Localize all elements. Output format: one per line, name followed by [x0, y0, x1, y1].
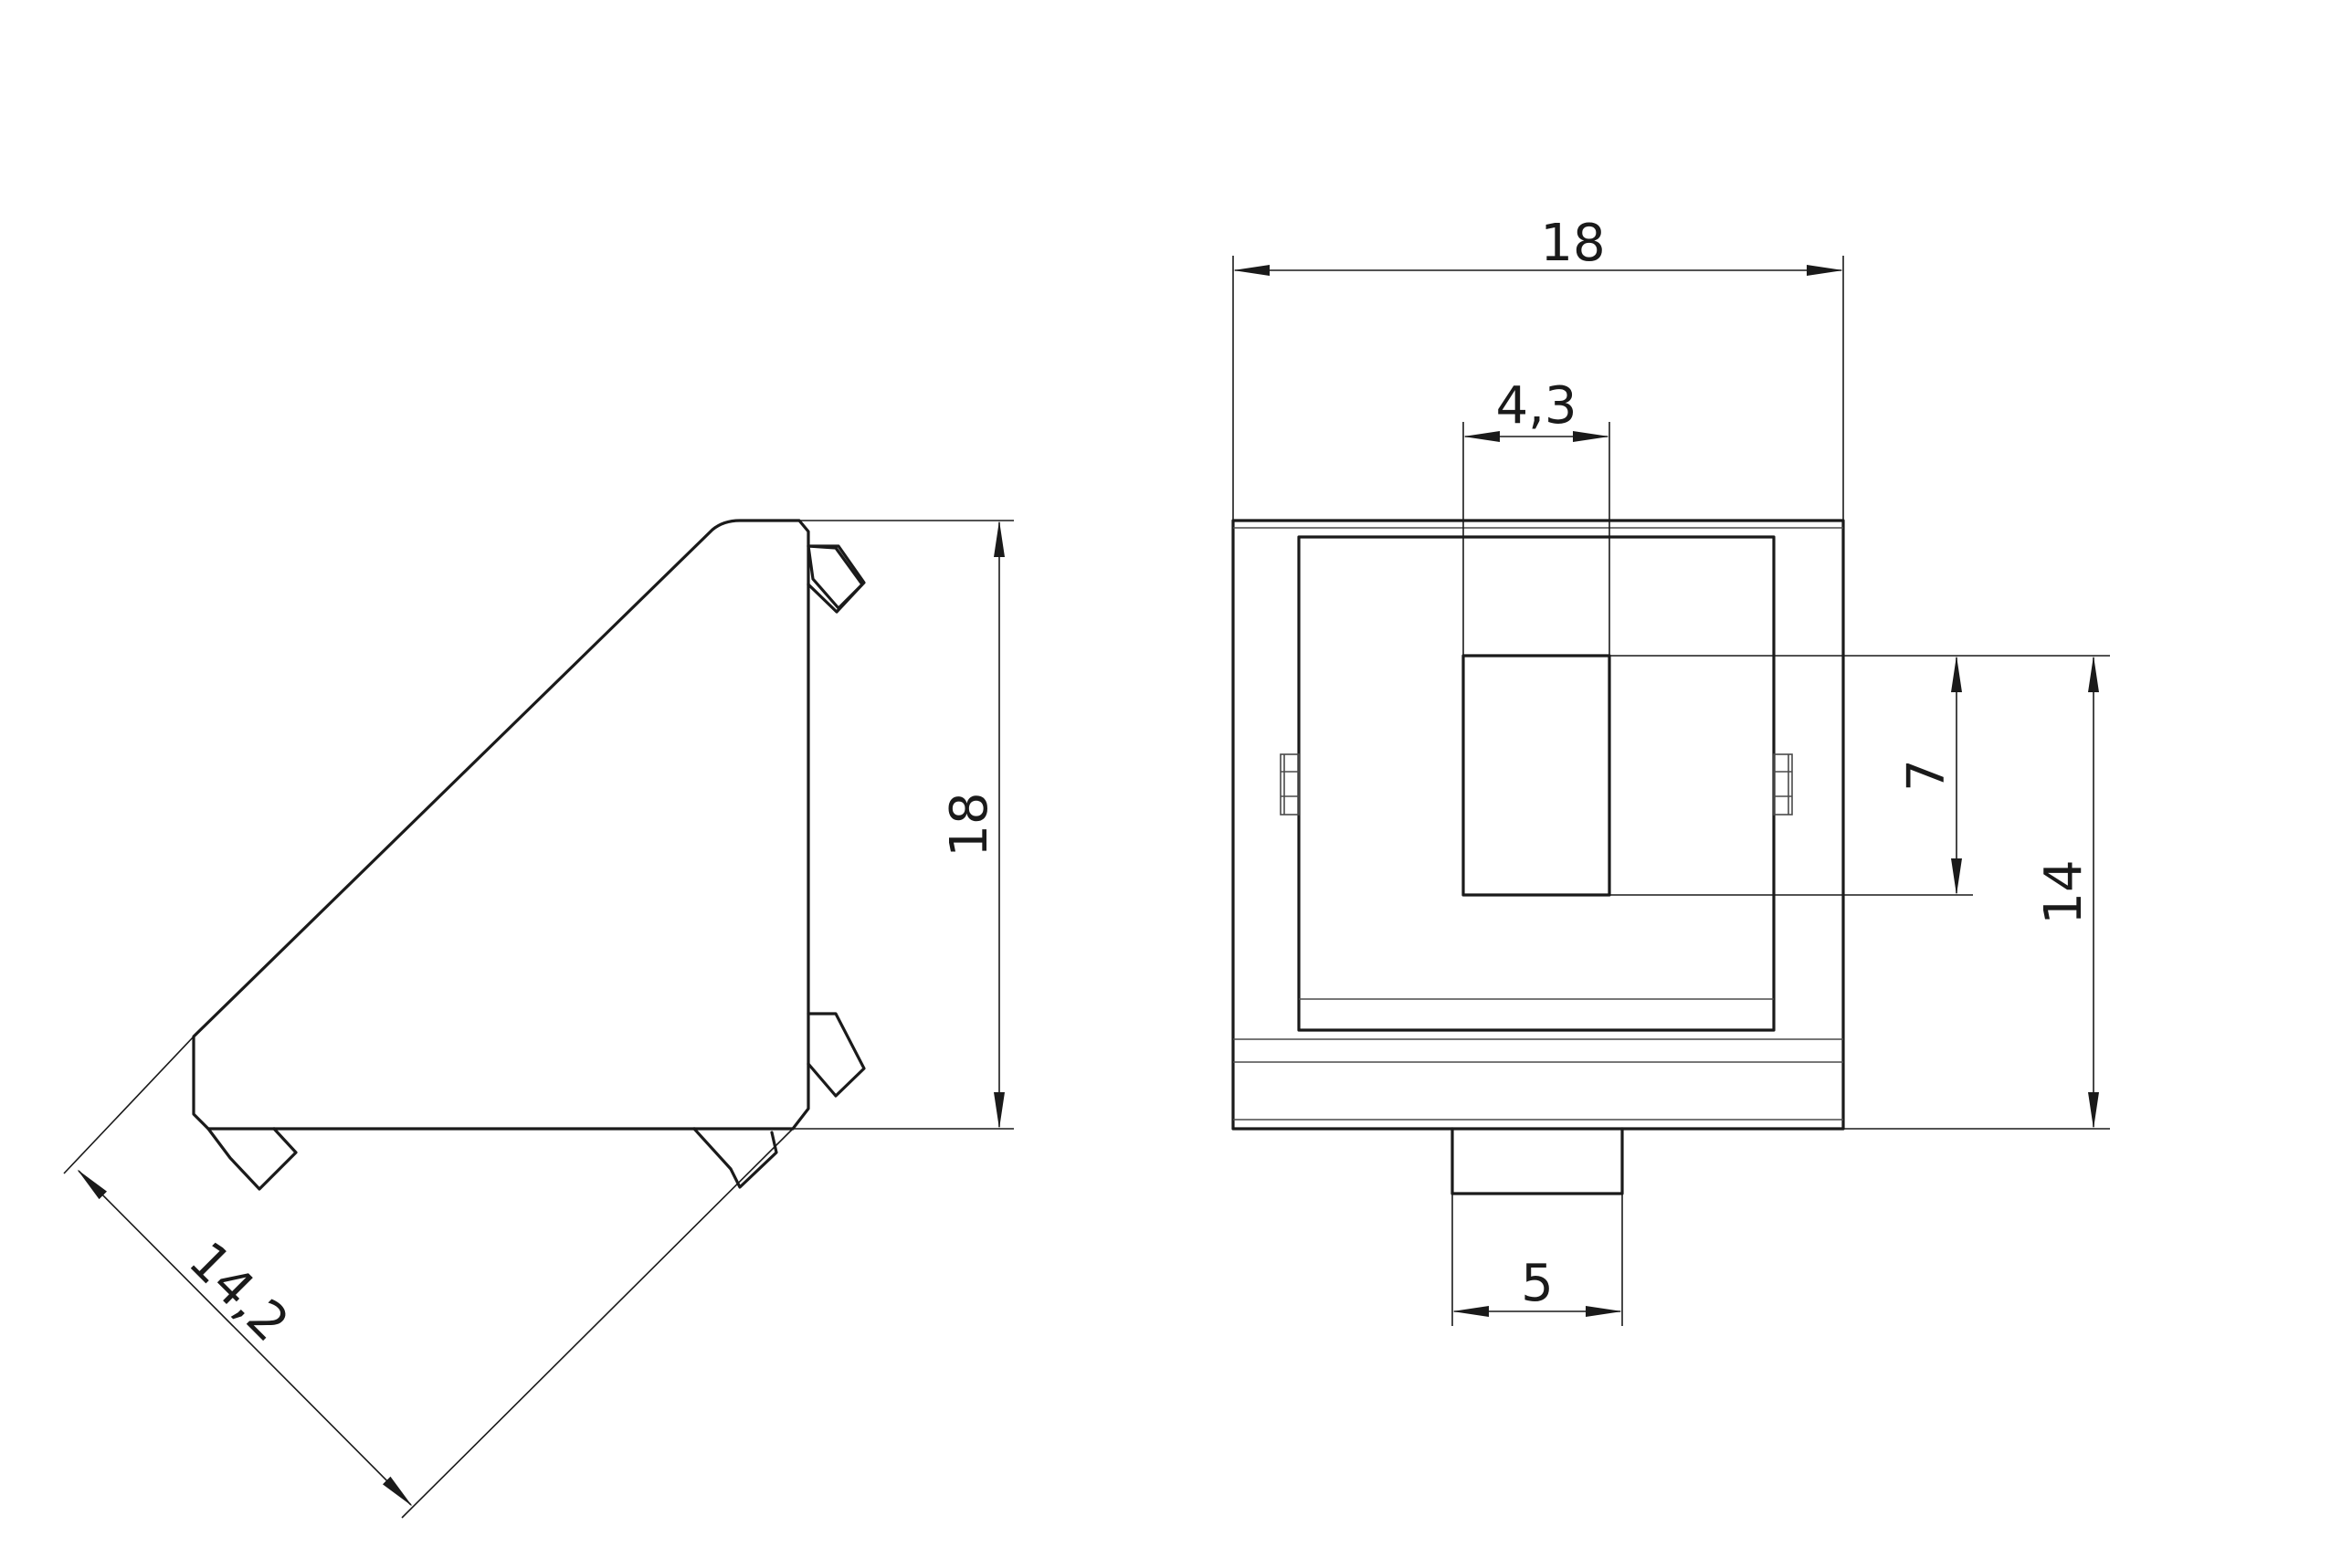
side-hyp-ext-left: [63, 1036, 195, 1174]
side-height-label: 18: [940, 792, 999, 857]
tab-width-label: 5: [1521, 1254, 1554, 1313]
side-tab-right: [807, 1012, 866, 1098]
front-pin-right: [1773, 753, 1793, 816]
side-tab-bottom-left: [206, 1127, 298, 1191]
front-bottom-tab: [1450, 1127, 1624, 1195]
front-view: 18 4,3 7 14 5: [1231, 214, 2110, 1326]
side-hyp-ext-right: [401, 1128, 794, 1519]
side-view-body: [192, 519, 810, 1131]
side-hyp-dim-line: [77, 1169, 413, 1507]
side-view: 18 14,2: [63, 519, 1014, 1519]
front-inner-body: [1297, 535, 1776, 1032]
slot-width-label: 4,3: [1495, 376, 1577, 436]
side-tab-top-outline: [807, 544, 864, 614]
front-slot: [1461, 654, 1611, 897]
front-width-label: 18: [1540, 214, 1605, 273]
front-pin-left: [1280, 753, 1300, 816]
front-outer-frame: [1231, 519, 1845, 1131]
front-height-label: 14: [2034, 859, 2094, 924]
side-hyp-label: 14,2: [177, 1231, 300, 1353]
slot-height-label: 7: [1897, 759, 1957, 792]
